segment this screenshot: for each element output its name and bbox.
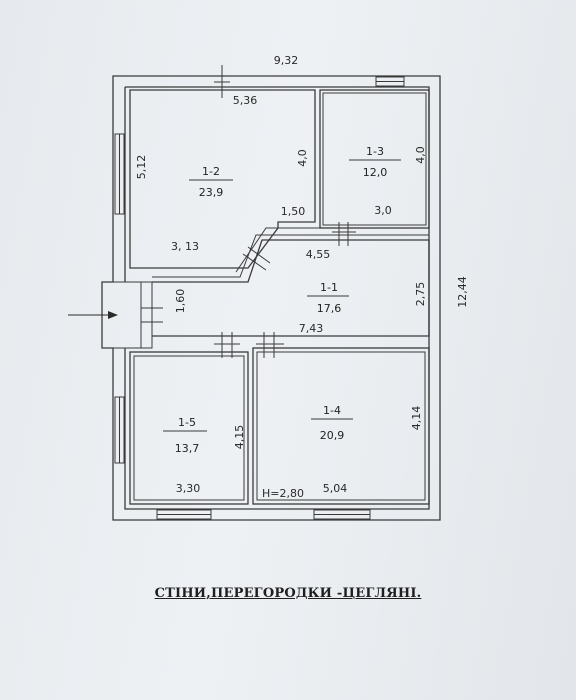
- room-1-4-walls: [252, 347, 430, 505]
- room-1-3-walls: [319, 89, 430, 229]
- dim-r12-step: 1,50: [281, 205, 306, 218]
- dim-r11-bottom: 7,43: [299, 322, 324, 335]
- door-room-1-3-icon: [332, 222, 356, 246]
- window-bottom-left-icon: [156, 509, 212, 520]
- room-1-3-area: 12,0: [363, 166, 388, 179]
- window-left-bottom-icon: [114, 396, 125, 464]
- dim-r12-bottom: 3, 13: [171, 240, 199, 253]
- dim-top-total: 9,32: [274, 54, 299, 67]
- door-room-1-2-hall-icon: [242, 246, 271, 271]
- door-room-1-4-icon: [256, 332, 284, 358]
- room-1-5-walls: [129, 351, 249, 505]
- dim-r14-right: 4,14: [410, 406, 423, 431]
- dim-r13-bottom: 3,0: [374, 204, 392, 217]
- room-1-4-code: 1-4: [323, 404, 341, 417]
- dim-r11-left: 1,60: [174, 289, 187, 314]
- room-1-4-area: 20,9: [320, 429, 345, 442]
- room-1-2-walls: [129, 89, 316, 269]
- dim-r15-right: 4,15: [233, 425, 246, 450]
- dim-r13-right: 4,0: [414, 146, 427, 164]
- dim-r12-top: 5,36: [233, 94, 258, 107]
- window-left-top-icon: [114, 133, 125, 215]
- inner-wall: [124, 86, 430, 510]
- window-top-right-icon: [375, 76, 405, 87]
- dim-r15-bottom: 3,30: [176, 482, 201, 495]
- dim-r14-bottom: 5,04: [323, 482, 348, 495]
- window-bottom-right-icon: [313, 509, 371, 520]
- door-room-1-2-top-icon: [214, 65, 230, 98]
- dim-ceiling-height: H=2,80: [262, 487, 304, 500]
- room-1-2-area: 23,9: [199, 186, 224, 199]
- room-1-5-area: 13,7: [175, 442, 200, 455]
- door-room-1-5-icon: [214, 332, 240, 358]
- outer-wall: [101, 75, 441, 521]
- dim-r11-right: 2,75: [414, 282, 427, 307]
- room-1-3-code: 1-3: [366, 145, 384, 158]
- dim-right-total: 12,44: [456, 276, 469, 308]
- room-1-1-walls: [152, 239, 430, 337]
- entrance-arrow-icon: [68, 311, 118, 319]
- room-1-2-code: 1-2: [202, 165, 220, 178]
- room-1-1-code: 1-1: [320, 281, 338, 294]
- dim-r12-left: 5,12: [135, 155, 148, 180]
- room-1-1-area: 17,6: [317, 302, 342, 315]
- material-caption: СТІНИ,ПЕРЕГОРОДКИ -ЦЕГЛЯНІ.: [154, 586, 422, 601]
- dim-r12-right: 4,0: [296, 149, 309, 167]
- room-1-5-code: 1-5: [178, 416, 196, 429]
- dim-r11-top: 4,55: [306, 248, 331, 261]
